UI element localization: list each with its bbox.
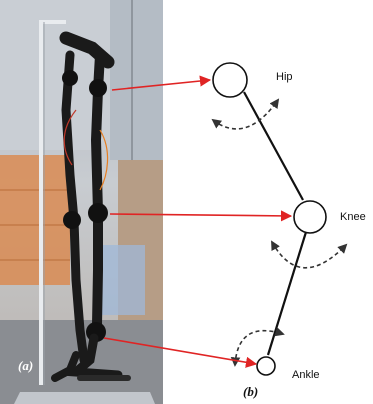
panel-label-b: (b) [243, 384, 258, 399]
ankle-label: Ankle [292, 369, 320, 381]
knee-pointer-arrow [110, 214, 291, 216]
shank-link [268, 232, 306, 355]
hip-pointer-arrow [112, 80, 210, 90]
hip-rotation-arrow [213, 100, 278, 129]
knee-rotation-arrow [272, 242, 346, 268]
knee-label: Knee [340, 211, 366, 223]
ankle-pointer-arrow [104, 338, 256, 364]
hip-joint [213, 63, 247, 97]
hip-label: Hip [276, 71, 293, 83]
thigh-link [244, 92, 303, 200]
ankle-joint [257, 357, 275, 375]
knee-joint [294, 201, 326, 233]
panel-label-a: (a) [18, 358, 33, 373]
